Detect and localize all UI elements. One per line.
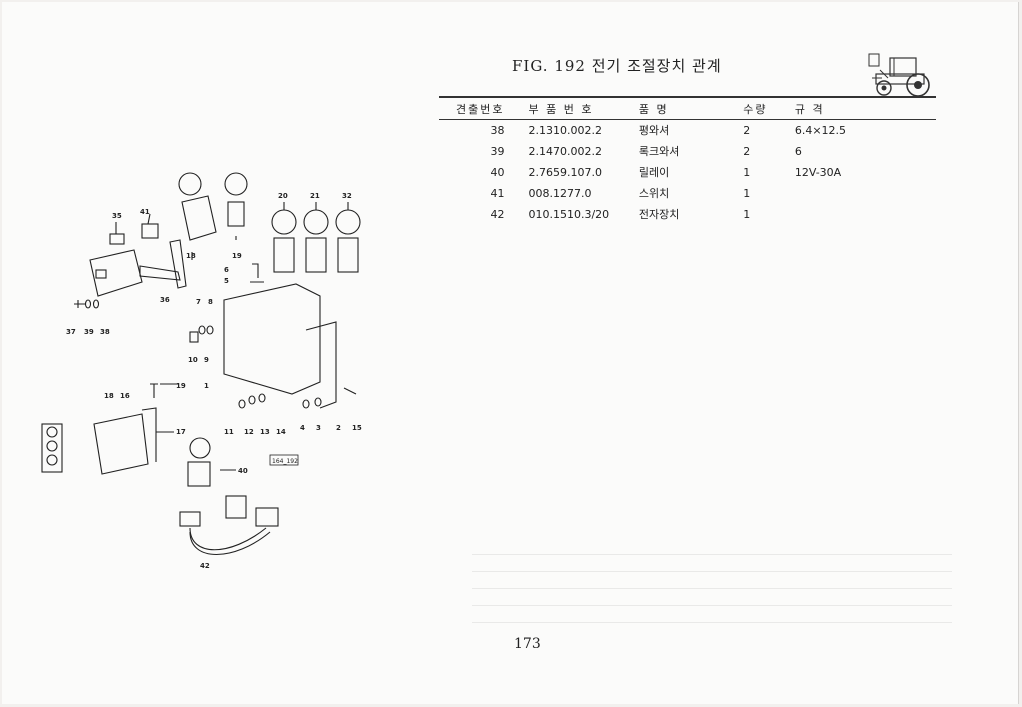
callout-label: 2 — [336, 424, 341, 432]
callout-label: 38 — [100, 328, 110, 336]
callout-label: 17 — [176, 428, 186, 436]
figure-reference-code: 164_192 — [272, 458, 298, 465]
callout-label: 18 — [104, 392, 114, 400]
callout-label: 40 — [238, 467, 248, 475]
table-row: 42 010.1510.3/20 전자장치 1 — [439, 204, 936, 225]
part-name: 전자장치 — [638, 208, 680, 221]
specification — [795, 183, 936, 204]
specification: 6.4×12.5 — [794, 123, 847, 137]
callout-label: 3 — [316, 424, 321, 432]
specification: 12V-30A — [794, 165, 842, 179]
part-name: 평와셔 — [638, 124, 670, 137]
callout-label: 11 — [224, 428, 234, 436]
callout-label: 5 — [224, 277, 229, 285]
table-header: 견출번호 부 품 번 호 품 명 수량 규 격 — [439, 96, 936, 120]
quantity: 1 — [743, 207, 751, 221]
callout-label: 16 — [120, 392, 130, 400]
part-name: 스위치 — [638, 187, 670, 200]
callout-label: 12 — [244, 428, 254, 436]
callout-label: 14 — [276, 428, 286, 436]
parts-table: 견출번호 부 품 번 호 품 명 수량 규 격 38 2.1310.002.2 … — [439, 96, 936, 225]
ref-number: 38 — [490, 123, 505, 137]
callout-label: 7 — [196, 298, 201, 306]
callout-label: 4 — [300, 424, 305, 432]
callout-label: 32 — [342, 192, 352, 200]
callout-label: 6 — [224, 266, 229, 274]
ref-number: 40 — [490, 165, 505, 179]
callout-label: 1 — [204, 382, 209, 390]
callout-label: 37 — [66, 328, 76, 336]
table-row: 41 008.1277.0 스위치 1 — [439, 183, 936, 204]
part-number: 2.1470.002.2 — [528, 144, 602, 158]
table-row: 39 2.1470.002.2 록크와셔 2 6 — [439, 141, 936, 162]
ref-number: 42 — [490, 207, 505, 221]
table-row: 40 2.7659.107.0 릴레이 1 12V-30A — [439, 162, 936, 183]
page-number: 173 — [514, 636, 541, 652]
ref-number: 39 — [490, 144, 505, 158]
part-number: 010.1510.3/20 — [528, 207, 610, 221]
callout-label: 35 — [112, 212, 122, 220]
callout-label: 21 — [310, 192, 320, 200]
callout-label: 39 — [84, 328, 94, 336]
exploded-parts-diagram: 41 35 18 19 20 21 32 6 5 36 37 39 38 7 8… — [41, 172, 362, 570]
bleed-through — [472, 507, 952, 637]
quantity: 1 — [743, 186, 751, 200]
column-header: 품 명 — [638, 96, 744, 120]
part-number: 2.7659.107.0 — [528, 165, 602, 179]
callout-label: 42 — [200, 562, 210, 570]
quantity: 2 — [743, 144, 751, 158]
callout-label: 19 — [232, 252, 242, 260]
column-header: 견출번호 — [439, 96, 529, 120]
part-name: 릴레이 — [638, 166, 670, 179]
part-number: 2.1310.002.2 — [528, 123, 602, 137]
table-row: 38 2.1310.002.2 평와셔 2 6.4×12.5 — [439, 120, 936, 142]
quantity: 2 — [743, 123, 751, 137]
callout-label: 15 — [352, 424, 362, 432]
column-header: 규 격 — [794, 96, 936, 120]
callout-label: 36 — [160, 296, 170, 304]
quantity: 1 — [743, 165, 751, 179]
callout-label: 8 — [208, 298, 213, 306]
figure-title: FIG. 192 전기 조절장치 관계 — [512, 57, 722, 75]
tractor-icon — [868, 53, 930, 97]
callout-label: 19 — [176, 382, 186, 390]
column-header: 부 품 번 호 — [528, 96, 639, 120]
callout-label: 20 — [278, 192, 288, 200]
specification — [795, 204, 936, 225]
callout-labels: 41 35 18 19 20 21 32 6 5 36 37 39 38 7 8… — [66, 192, 362, 570]
ref-number: 41 — [490, 186, 505, 200]
part-name: 록크와셔 — [638, 145, 680, 158]
column-header: 수량 — [743, 96, 795, 120]
callout-label: 41 — [140, 208, 150, 216]
part-number: 008.1277.0 — [528, 186, 592, 200]
callout-label: 9 — [204, 356, 209, 364]
callout-label: 18 — [186, 252, 196, 260]
callout-label: 10 — [188, 356, 198, 364]
specification: 6 — [794, 144, 802, 158]
callout-label: 13 — [260, 428, 270, 436]
